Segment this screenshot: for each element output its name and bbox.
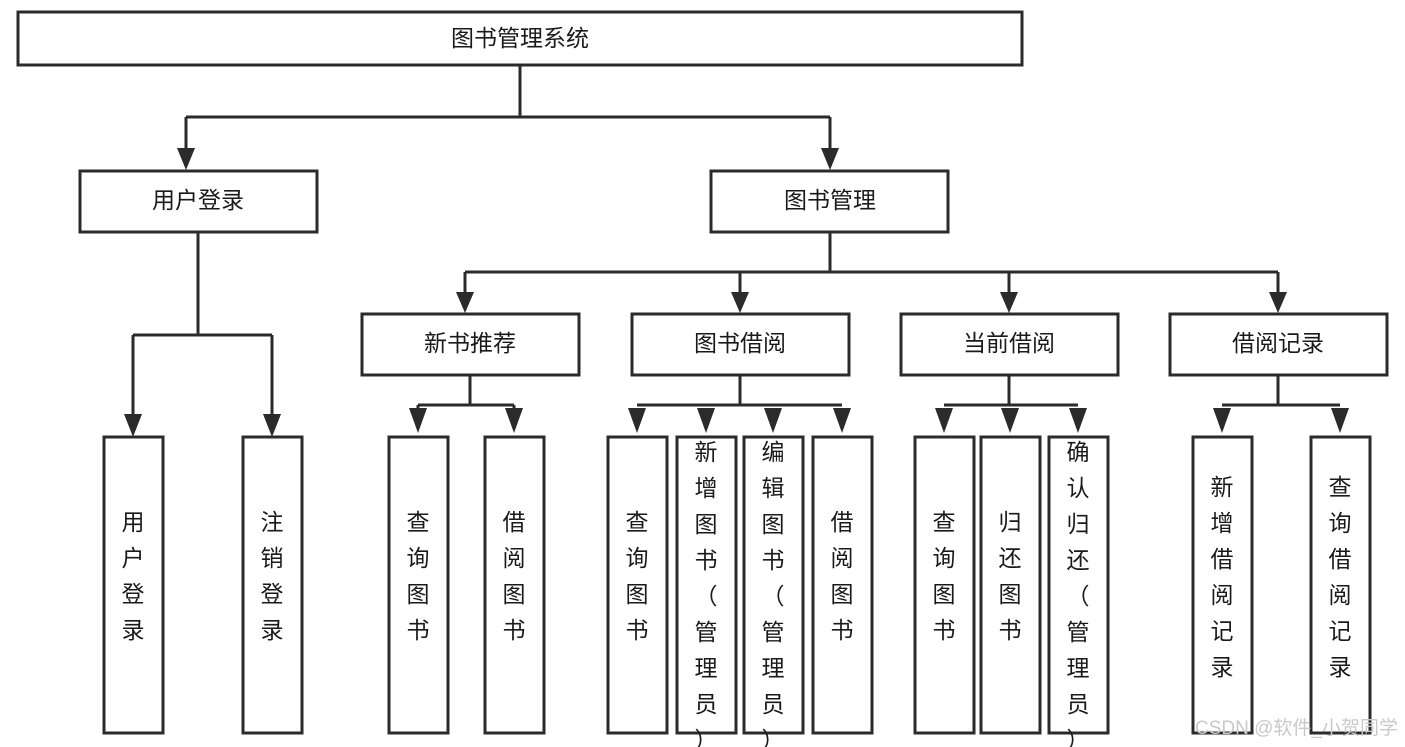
node-label-leaf-add-book: 新增图书（管理员） [695,439,718,747]
node-label-leaf-borrow-book-1: 借阅图书 [503,509,526,643]
node-label-leaf-query-record: 查询借阅记录 [1329,474,1352,680]
arrow-head-icon [177,148,195,170]
node-label-leaf-edit-book: 编辑图书（管理员） [762,439,785,747]
node-box-shape [78,169,319,234]
arrow-head-icon [263,414,281,437]
arrow-head-icon [505,408,523,433]
node-box-shape [360,312,581,377]
node-box-shape [675,435,738,735]
node-box-shape [899,312,1120,377]
node-label-book-borrow: 图书借阅 [694,330,786,356]
watermark-label: CSDN @软件_小贺同学 [1195,717,1398,739]
node-label-leaf-query-book-3: 查询图书 [933,509,956,643]
node-new-book-recommend[interactable]: 新书推荐 [360,312,581,377]
node-label-user-login: 用户登录 [152,187,244,213]
node-leaf-user-logout[interactable]: 注销登录 [241,435,304,735]
arrow-head-icon [409,408,427,433]
node-label-book-management: 图书管理 [784,187,876,213]
node-current-borrow[interactable]: 当前借阅 [899,312,1120,377]
arrow-head-icon [1213,408,1231,433]
arrow-head-icon [628,408,646,433]
node-label-current-borrow: 当前借阅 [963,330,1055,356]
arrow-head-icon [1001,408,1019,433]
node-box-shape [606,435,669,735]
node-book-management[interactable]: 图书管理 [709,169,950,234]
node-label-leaf-user-login: 用户登录 [122,509,145,643]
node-box-shape [742,435,805,735]
node-label-leaf-user-logout: 注销登录 [261,509,284,643]
arrow-head-icon [1069,408,1087,433]
arrow-head-icon [456,292,474,313]
node-book-borrow[interactable]: 图书借阅 [630,312,851,377]
node-leaf-query-book-1[interactable]: 查询图书 [387,435,450,735]
node-box-shape [630,312,851,377]
arrow-head-icon [1331,408,1349,433]
node-box-shape [1191,435,1254,735]
connector-bookmgmt-to-level3 [456,232,1287,313]
node-leaf-borrow-book-2[interactable]: 借阅图书 [811,435,874,735]
node-label-leaf-query-book-1: 查询图书 [407,509,430,643]
connector-currentborrow-to-leaves [935,375,1087,433]
node-box-shape [811,435,874,735]
node-box-shape [1047,435,1110,735]
node-box-shape [709,169,950,234]
arrow-head-icon [697,408,715,433]
connector-root-to-level2 [177,65,839,170]
arrow-head-icon [731,292,749,313]
arrow-head-icon [124,414,142,437]
node-leaf-query-book-2[interactable]: 查询图书 [606,435,669,735]
node-box-shape [102,435,165,735]
node-leaf-user-login[interactable]: 用户登录 [102,435,165,735]
node-user-login[interactable]: 用户登录 [78,169,319,234]
connector-bookborrow-to-leaves [628,375,851,433]
node-box-shape [1309,435,1372,735]
node-label-leaf-add-record: 新增借阅记录 [1211,474,1234,680]
node-label-leaf-confirm-return: 确认归还（管理员） [1067,439,1090,747]
node-box-shape [483,435,546,735]
node-leaf-add-book[interactable]: 新增图书（管理员） [675,435,738,747]
node-label-root: 图书管理系统 [451,25,589,51]
node-box-shape [387,435,450,735]
node-box-shape [241,435,304,735]
node-root[interactable]: 图书管理系统 [16,10,1024,67]
node-label-leaf-return-book: 归还图书 [999,509,1022,643]
connector-borrowrecord-to-leaves [1213,375,1349,433]
arrow-head-icon [935,408,953,433]
node-leaf-query-book-3[interactable]: 查询图书 [913,435,976,735]
connector-userlogin-to-leaves [124,232,281,437]
node-leaf-edit-book[interactable]: 编辑图书（管理员） [742,435,805,747]
node-label-leaf-borrow-book-2: 借阅图书 [831,509,854,643]
node-leaf-borrow-book-1[interactable]: 借阅图书 [483,435,546,735]
arrow-head-icon [821,148,839,170]
node-leaf-add-record[interactable]: 新增借阅记录 [1191,435,1254,735]
node-label-new-book-recommend: 新书推荐 [424,330,516,356]
node-box-shape [913,435,976,735]
arrow-head-icon [833,408,851,433]
node-leaf-return-book[interactable]: 归还图书 [979,435,1042,735]
node-borrow-record[interactable]: 借阅记录 [1168,312,1389,377]
node-box-shape [979,435,1042,735]
connector-newbook-to-leaves [409,375,523,433]
node-label-leaf-query-book-2: 查询图书 [626,509,649,643]
arrow-head-icon [1000,292,1018,313]
node-box-shape [1168,312,1389,377]
node-leaf-confirm-return[interactable]: 确认归还（管理员） [1047,435,1110,747]
node-label-borrow-record: 借阅记录 [1232,330,1324,356]
node-leaf-query-record[interactable]: 查询借阅记录 [1309,435,1372,735]
arrow-head-icon [1269,292,1287,313]
node-box-shape [16,10,1024,67]
arrow-head-icon [764,408,782,433]
